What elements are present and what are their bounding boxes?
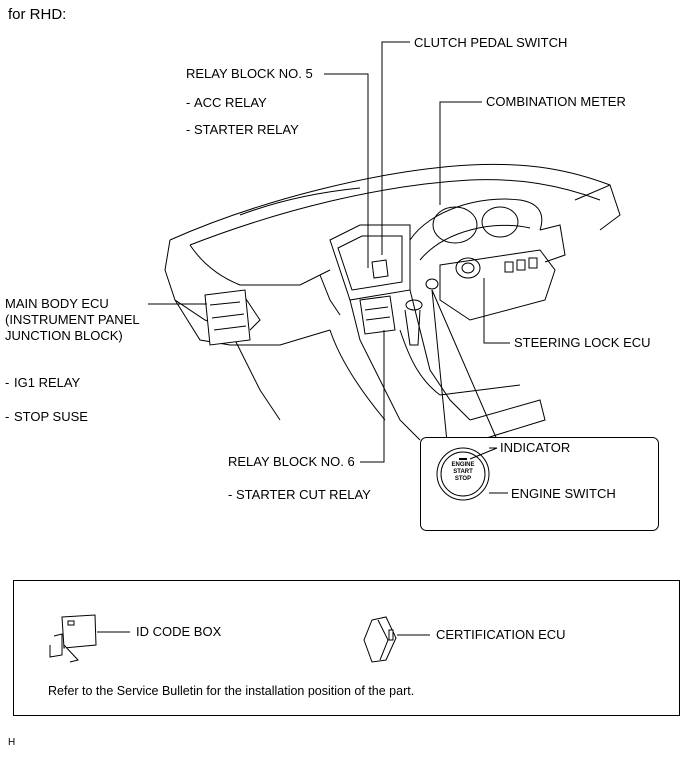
engine-button-line3: STOP <box>454 476 472 482</box>
label-main-body-ecu-line2: (INSTRUMENT PANEL <box>5 312 140 327</box>
engine-button-line1: ENGINE <box>451 462 475 468</box>
id-code-box-icon <box>49 614 97 663</box>
label-relay-block-5: RELAY BLOCK NO. 5 <box>186 66 313 81</box>
label-main-body-ecu-line3: JUNCTION BLOCK) <box>5 328 123 343</box>
label-stop-fuse-dash: - <box>5 409 10 424</box>
label-clutch-pedal-switch: CLUTCH PEDAL SWITCH <box>414 35 568 50</box>
footer-code: H <box>8 737 16 748</box>
label-starter-relay: STARTER RELAY <box>194 122 299 137</box>
label-main-body-ecu: MAIN BODY ECU <box>5 296 109 311</box>
label-engine-switch: ENGINE SWITCH <box>511 486 616 501</box>
label-ig1-relay: IG1 RELAY <box>14 375 81 390</box>
legend-note: Refer to the Service Bulletin for the in… <box>48 684 415 698</box>
label-steering-lock-ecu: STEERING LOCK ECU <box>514 335 651 350</box>
header-title: for RHD: <box>8 6 67 23</box>
legend-certification-ecu: CERTIFICATION ECU <box>436 627 566 642</box>
label-starter-cut-relay-dash: - <box>228 487 233 502</box>
certification-ecu-icon <box>363 616 397 663</box>
label-starter-relay-dash: - <box>186 122 191 137</box>
label-combination-meter: COMBINATION METER <box>486 94 626 109</box>
label-stop-fuse: STOP SUSE <box>14 409 88 424</box>
legend-id-code-box: ID CODE BOX <box>136 624 222 639</box>
label-starter-cut-relay: STARTER CUT RELAY <box>236 487 371 502</box>
label-acc-relay-dash: - <box>186 95 191 110</box>
engine-button-line2: START <box>453 469 473 475</box>
label-ig1-relay-dash: - <box>5 375 10 390</box>
label-acc-relay: ACC RELAY <box>194 95 267 110</box>
engine-switch-button-text: ENGINE START STOP <box>443 462 483 483</box>
label-indicator: INDICATOR <box>500 440 571 455</box>
label-relay-block-6: RELAY BLOCK NO. 6 <box>228 454 355 469</box>
